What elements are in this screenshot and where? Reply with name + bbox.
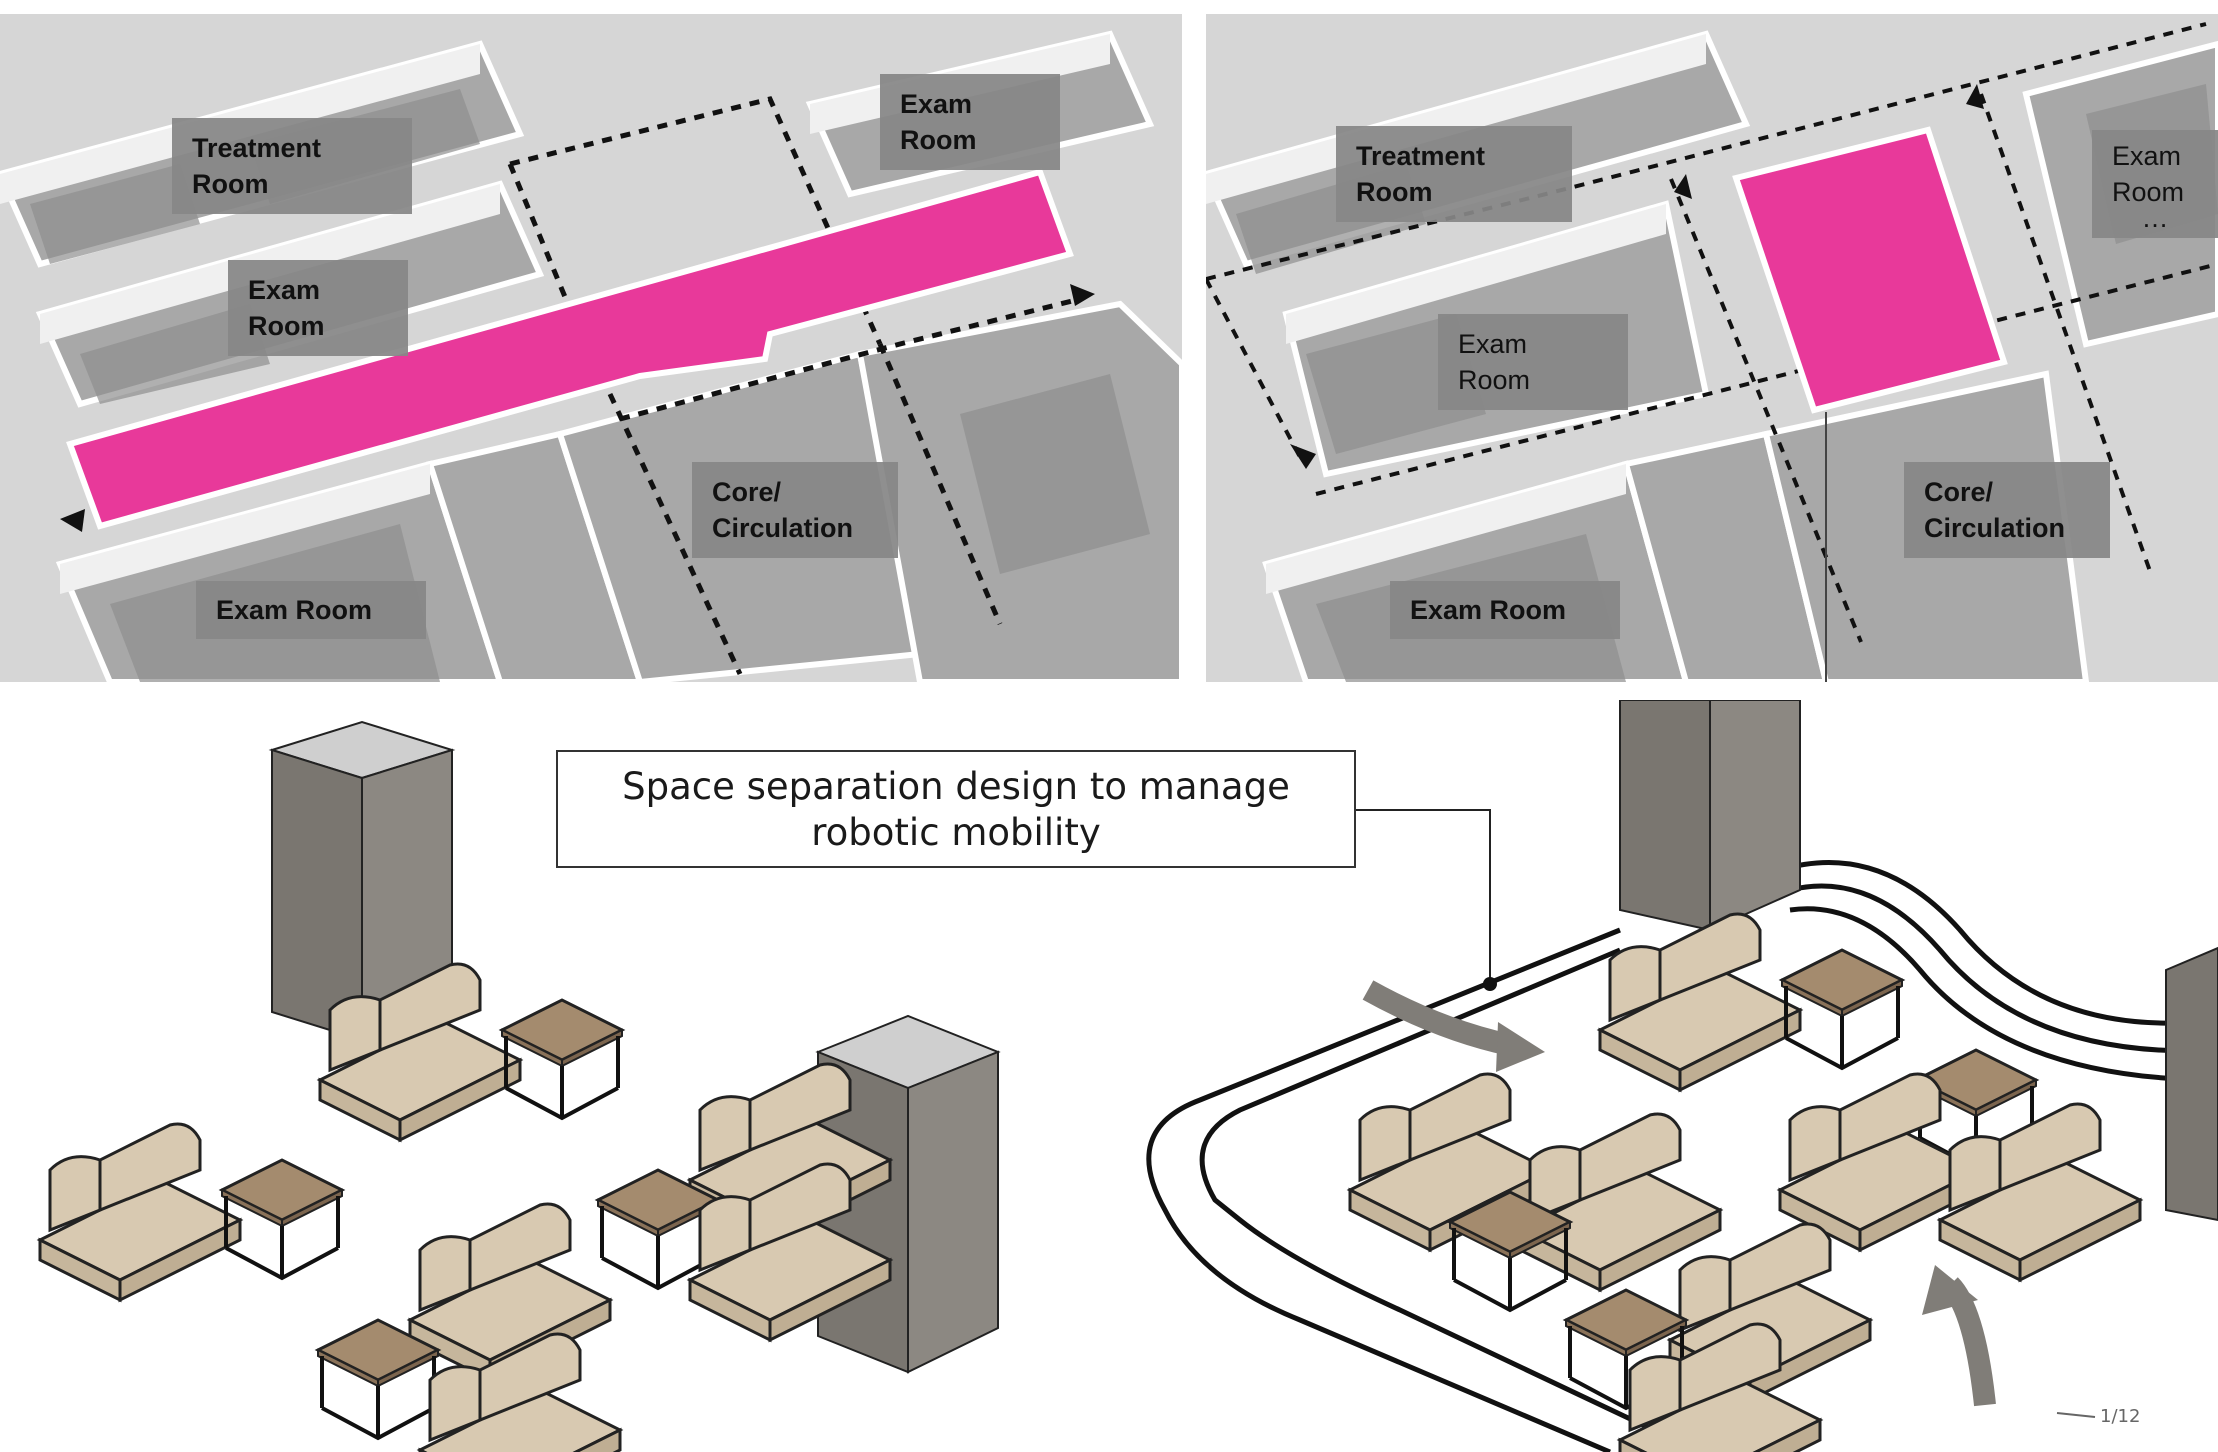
callout-line-1: Space separation design to manage [622,765,1290,808]
label-exam-room-mid: Exam Room [228,260,408,356]
furniture-layout-illustration [38,700,2218,1452]
page-number: 1/12 [2100,1406,2141,1427]
column-right-edge [2165,946,2218,1222]
column-right-back [1619,700,1801,932]
robot-path-arrow [1362,980,1996,1407]
label-exam-room-right: Exam Room … [2092,130,2218,238]
label-exam-room-mid-right: Exam Room [1438,314,1628,410]
floor-plan-node-zone: Treatment Room Exam Room … Exam Room Cor… [1206,14,2218,682]
label-treatment-room-right: Treatment Room [1336,126,1572,222]
label-core-circulation: Core/ Circulation [692,462,898,558]
column-center [815,1014,1001,1374]
robot-path-boundary [1146,860,2218,1452]
column-left [268,720,456,1042]
floor-plan-linear-zone: Treatment Room Exam Room Exam Room Core/… [0,14,1182,682]
label-exam-room-bottom: Exam Room [196,581,426,639]
floor-plan-drawing-right [1206,14,2218,682]
label-exam-room-bottom-right: Exam Room [1390,581,1620,639]
callout-box: Space separation design to manage roboti… [556,750,1356,868]
furniture-cluster-right [1348,912,2142,1452]
label-treatment-room: Treatment Room [172,118,412,214]
label-exam-room-top: Exam Room [880,74,1060,170]
label-core-circulation-right: Core/ Circulation [1904,462,2110,558]
callout-line-2: robotic mobility [811,811,1101,854]
furniture-cluster-left [38,962,892,1452]
